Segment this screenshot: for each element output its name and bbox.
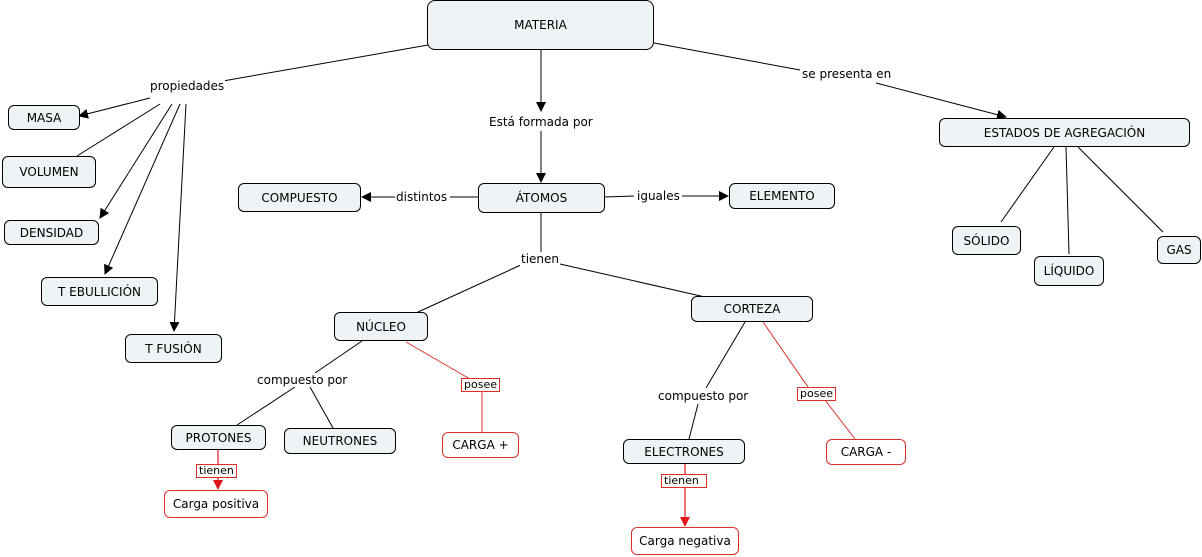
concept-masa[interactable]: MASA [8,105,80,130]
concept-elemento[interactable]: ELEMENTO [729,183,835,209]
concept-liquido[interactable]: LÍQUIDO [1034,256,1104,286]
concept-protones[interactable]: PROTONES [171,425,266,450]
line-corteza-compuesto [705,321,746,389]
line-posee-carga-menos [824,399,856,440]
link-distintos[interactable]: distintos [395,190,449,204]
line-solido [1000,146,1055,223]
link-se-presenta-en[interactable]: se presenta en [801,67,893,81]
arrow-t-ebullicion [104,103,181,275]
link-tienen-electrones[interactable]: tienen [661,474,707,488]
line-corteza-posee [762,321,809,388]
concept-nucleo[interactable]: NÚCLEO [334,312,428,341]
concept-materia[interactable]: MATERIA [427,0,654,50]
line-volumen [76,103,161,157]
line-neutrones [309,386,334,429]
arrow-densidad [99,103,173,219]
line-materia-propiedades [199,44,429,86]
concept-carga-mas[interactable]: CARGA + [442,432,519,458]
arrow-estados [875,82,1007,120]
concept-t-fusion[interactable]: T FUSIÓN [125,334,222,363]
concept-atomos[interactable]: ÁTOMOS [478,183,605,213]
concept-densidad[interactable]: DENSIDAD [4,220,99,245]
concept-electrones[interactable]: ELECTRONES [623,439,745,464]
concept-carga-positiva[interactable]: Carga positiva [164,490,268,518]
line-nucleo-posee [405,341,471,380]
line-nucleo [417,263,524,313]
line-protones [236,386,296,426]
concept-carga-menos[interactable]: CARGA - [826,439,906,465]
link-formada-por[interactable]: Está formada por [488,115,594,129]
concept-compuesto[interactable]: COMPUESTO [238,183,361,212]
link-tienen-protones[interactable]: tienen [196,464,237,478]
line-liquido [1065,146,1070,255]
concept-corteza[interactable]: CORTEZA [691,296,813,322]
concept-neutrones[interactable]: NEUTRONES [284,428,396,454]
arrow-t-fusion [169,103,187,332]
link-compuesto-por-corteza[interactable]: compuesto por [657,389,750,403]
concept-carga-negativa[interactable]: Carga negativa [631,527,739,555]
concept-gas[interactable]: GAS [1157,236,1201,264]
line-se-presenta [653,42,801,71]
link-tienen[interactable]: tienen [520,252,561,266]
link-iguales[interactable]: iguales [636,189,681,203]
line-nucleo-compuesto [314,340,363,374]
line-gas [1077,146,1164,233]
arrow-masa [78,97,151,119]
link-propiedades[interactable]: propiedades [149,79,226,93]
concept-volumen[interactable]: VOLUMEN [2,156,96,188]
link-posee-corteza[interactable]: posee [797,387,836,401]
link-compuesto-por-nucleo[interactable]: compuesto por [256,373,349,387]
line-corteza [559,263,706,298]
line-electrones [688,403,699,440]
concept-solido[interactable]: SÓLIDO [952,226,1021,255]
concept-t-ebullicion[interactable]: T EBULLICIÓN [41,277,158,306]
concept-estados[interactable]: ESTADOS DE AGREGACIÓN [939,118,1190,147]
line-iguales [604,195,635,198]
link-posee-nucleo[interactable]: posee [461,378,500,392]
